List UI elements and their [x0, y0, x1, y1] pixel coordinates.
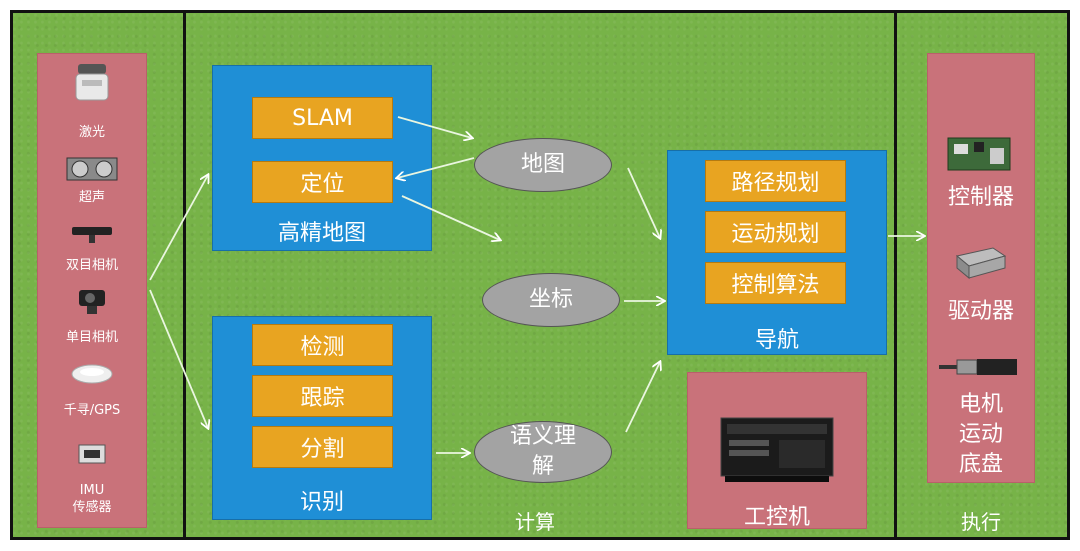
motion-planning-box: 运动规划 [705, 211, 846, 253]
slam-box: SLAM [252, 97, 393, 139]
detection-box: 检测 [252, 324, 393, 366]
navigation-title: 导航 [754, 328, 799, 353]
industrial-pc-title: 工控机 [743, 505, 810, 530]
sensor-label-mono-camera: 单目相机 [65, 330, 118, 345]
semantic-understanding-ellipse: 语义理 解 [474, 421, 612, 483]
map-ellipse: 地图 [474, 138, 612, 192]
recognition-title: 识别 [299, 490, 344, 515]
controller-board-icon [947, 137, 1011, 171]
coordinate-ellipse: 坐标 [482, 273, 620, 327]
stereo-camera-icon [72, 227, 112, 243]
actuator-label-driver: 驱动器 [947, 299, 1014, 324]
actuator-label-controller: 控制器 [947, 185, 1014, 210]
sensor-label-stereo-camera: 双目相机 [65, 258, 118, 273]
sensor-label-ultrasonic: 超声 [78, 190, 105, 205]
compute-title: 计算 [515, 510, 555, 534]
execution-title: 执行 [961, 510, 1001, 534]
control-algorithm-box: 控制算法 [705, 262, 846, 304]
imu-icon [78, 444, 106, 464]
hd-map-title: 高精地图 [277, 221, 366, 246]
hd-map-module [212, 65, 432, 251]
driver-icon [955, 247, 1007, 280]
lidar-icon [75, 64, 109, 101]
sensor-label-lidar: 激光 [78, 125, 105, 140]
actuator-label-motor-chassis: 电机 运动 底盘 [958, 392, 1003, 477]
sensor-label-gps: 千寻/GPS [63, 403, 121, 418]
gps-antenna-icon [71, 364, 113, 384]
tracking-box: 跟踪 [252, 375, 393, 417]
segmentation-box: 分割 [252, 426, 393, 468]
ultrasonic-sensor-icon [66, 157, 118, 181]
path-planning-box: 路径规划 [705, 160, 846, 202]
industrial-pc-icon [720, 417, 834, 482]
motor-icon [939, 359, 1017, 375]
localization-box: 定位 [252, 161, 393, 203]
mono-camera-icon [79, 290, 105, 314]
sensor-label-imu: IMU 传感器 [72, 483, 112, 515]
